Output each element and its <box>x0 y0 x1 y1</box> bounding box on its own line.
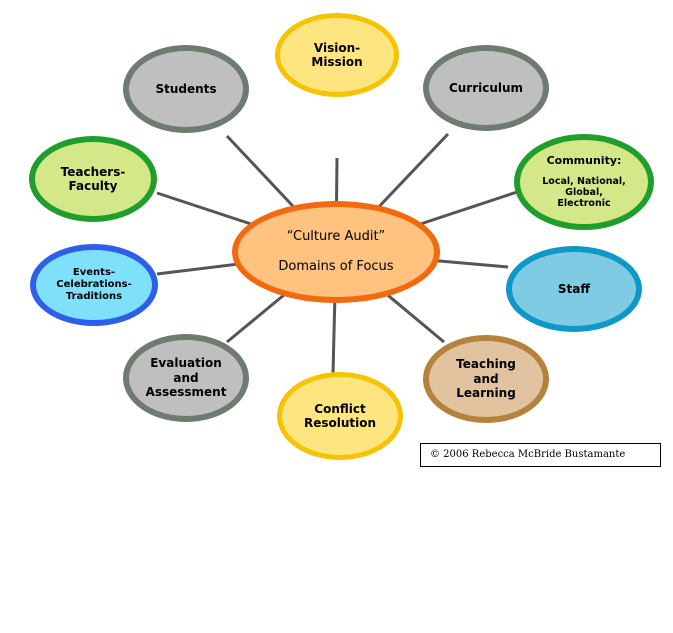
node-students: Students <box>123 45 249 133</box>
node-label: Events- Celebrations- Traditions <box>56 267 132 302</box>
node-events-celebrations-traditions: Events- Celebrations- Traditions <box>30 244 158 326</box>
center-title: “Culture Audit” <box>286 229 386 245</box>
node-label: Vision- Mission <box>311 40 363 69</box>
center-subtitle: Domains of Focus <box>278 259 394 274</box>
copyright-notice: © 2006 Rebecca McBride Bustamante <box>420 443 661 467</box>
node-label: Community: <box>546 154 622 168</box>
node-label: Teachers- Faculty <box>60 164 126 193</box>
node-evaluation-assessment: Evaluation and Assessment <box>123 334 249 422</box>
node-vision-mission: Vision- Mission <box>275 13 399 97</box>
node-conflict-resolution: Conflict Resolution <box>277 372 403 460</box>
node-label: Staff <box>557 281 591 296</box>
node-label: Evaluation and Assessment <box>145 356 227 400</box>
node-teachers-faculty: Teachers- Faculty <box>29 136 157 222</box>
node-label: Curriculum <box>448 80 524 95</box>
node-staff: Staff <box>506 246 642 332</box>
node-label: Students <box>155 81 217 96</box>
node-sublabel: Local, National, Global, Electronic <box>542 175 626 210</box>
node-label: Conflict Resolution <box>303 401 377 430</box>
node-label: Teaching and Learning <box>456 357 516 401</box>
node-curriculum: Curriculum <box>423 45 549 131</box>
center-ellipse: “Culture Audit” Domains of Focus <box>232 201 440 303</box>
node-community: Community: Local, National, Global, Elect… <box>514 134 654 230</box>
node-teaching-learning: Teaching and Learning <box>423 335 549 423</box>
